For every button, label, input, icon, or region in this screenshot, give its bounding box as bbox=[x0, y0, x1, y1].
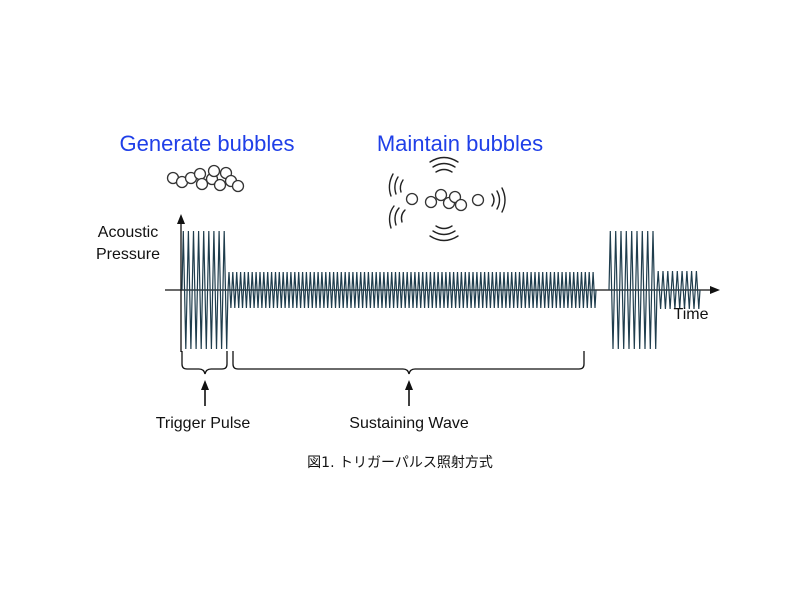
generate-bubbles-title: Generate bubbles bbox=[120, 131, 295, 156]
trigger-arrowhead bbox=[201, 380, 209, 390]
maintain-bubbles-title: Maintain bubbles bbox=[377, 131, 543, 156]
sustaining-wave-2 bbox=[656, 270, 701, 310]
figure-caption: 図1. トリガーパルス照射方式 bbox=[307, 455, 493, 471]
y-axis-arrowhead bbox=[177, 214, 185, 224]
trigger-pulse-brace bbox=[181, 351, 228, 375]
waveform bbox=[181, 230, 701, 350]
oscillating-bubbles-icon bbox=[405, 188, 485, 212]
sustaining-wave-brace bbox=[232, 351, 585, 375]
trigger-pulse-2-wave bbox=[608, 230, 658, 350]
bubble-cluster-icon bbox=[166, 164, 245, 193]
trigger-pulse-label: Trigger Pulse bbox=[156, 415, 251, 432]
y-axis-label-line1: Acoustic bbox=[98, 224, 158, 241]
trigger-pulse-1-wave bbox=[181, 230, 229, 350]
sustain-arrowhead bbox=[405, 380, 413, 390]
sustaining-wave bbox=[227, 271, 597, 309]
x-axis-label: Time bbox=[674, 306, 709, 323]
sustaining-wave-label: Sustaining Wave bbox=[349, 415, 469, 432]
y-axis-label-line2: Pressure bbox=[96, 246, 160, 263]
sound-wave-marks-icon bbox=[388, 156, 506, 242]
x-axis-arrowhead bbox=[710, 286, 720, 294]
